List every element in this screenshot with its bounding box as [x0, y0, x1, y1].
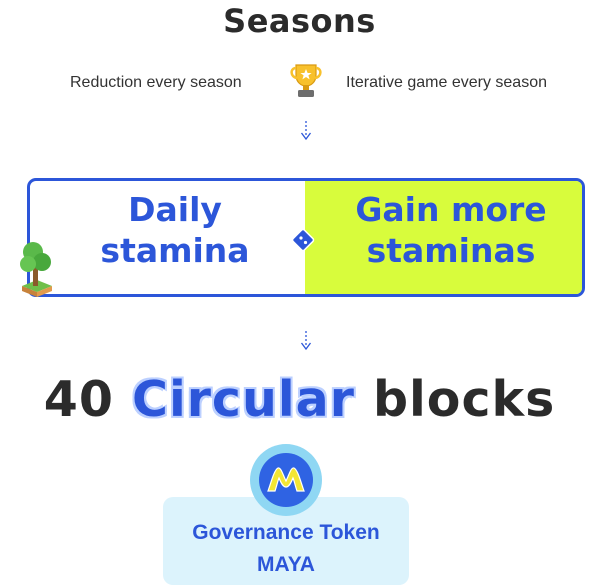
- maya-logo-icon: [250, 444, 322, 516]
- daily-stamina-line1: Daily: [128, 190, 222, 229]
- diamond-icon: [291, 228, 315, 252]
- daily-stamina-text: Daily stamina: [70, 189, 280, 271]
- governance-token-label: Governance Token: [192, 521, 380, 544]
- subtitle-right: Iterative game every season: [346, 74, 547, 91]
- governance-token-text: Governance Token MAYA: [163, 517, 409, 581]
- circular-blocks-headline: 40 Circular blocks: [0, 371, 599, 428]
- gain-staminas-line1: Gain more: [355, 190, 547, 229]
- token-name: MAYA: [257, 553, 315, 576]
- daily-stamina-line2: stamina: [100, 231, 250, 270]
- gain-staminas-line2: staminas: [366, 231, 536, 270]
- gain-staminas-text: Gain more staminas: [326, 189, 576, 271]
- headline-tail: blocks: [372, 371, 556, 428]
- trophy-icon: [290, 64, 322, 97]
- subtitle-left: Reduction every season: [70, 74, 242, 91]
- tree-icon: [20, 242, 52, 297]
- arrow-down-icon: [300, 331, 312, 351]
- headline-accent-word: Circular: [131, 371, 355, 428]
- arrow-down-icon: [300, 121, 312, 141]
- stamina-box-highlight: [305, 181, 582, 294]
- page-title: Seasons: [223, 2, 376, 40]
- headline-number: 40: [43, 371, 114, 428]
